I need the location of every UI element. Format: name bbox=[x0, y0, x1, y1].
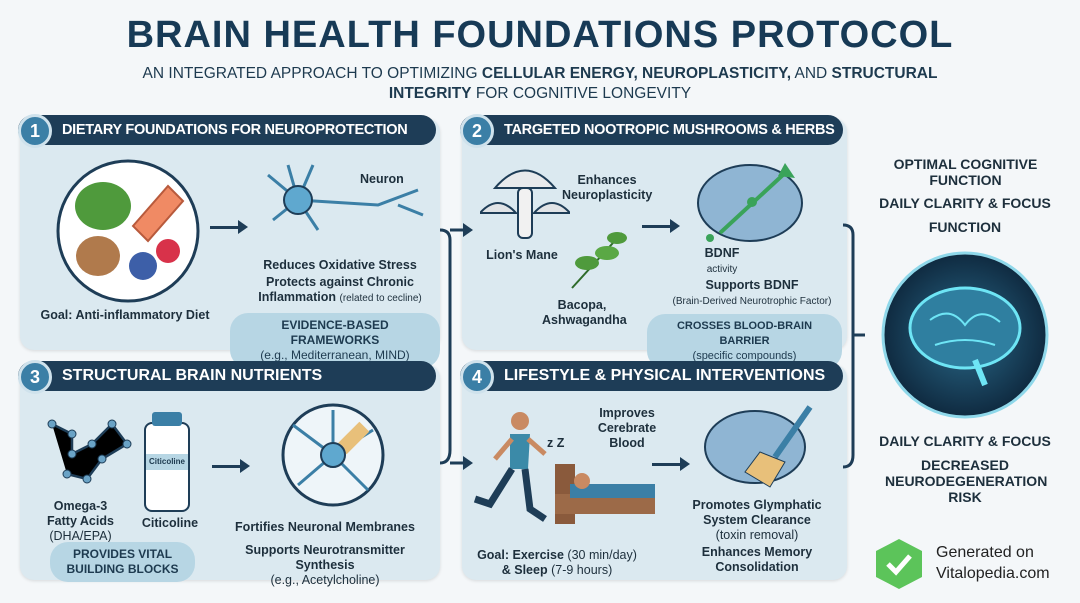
neuron-icon bbox=[267, 164, 424, 231]
glowing-brain-icon bbox=[881, 251, 1049, 419]
building-blocks-pill: PROVIDES VITAL BUILDING BLOCKS bbox=[50, 542, 195, 582]
bottle-label: Citicoline bbox=[146, 454, 188, 470]
zz-icon: z Z bbox=[547, 436, 565, 450]
panel-header: LIFESTYLE & PHYSICAL INTERVENTIONS bbox=[460, 361, 843, 391]
molecule-icon bbox=[47, 419, 132, 484]
herb-leaf-icon bbox=[571, 232, 627, 289]
step-number: 2 bbox=[460, 114, 494, 148]
page-title: BRAIN HEALTH FOUNDATIONS PROTOCOL bbox=[126, 14, 954, 56]
step-number: 3 bbox=[18, 360, 52, 394]
flow-connectors bbox=[439, 223, 865, 470]
outcome-function: FUNCTION bbox=[928, 219, 1002, 235]
page-subtitle: AN INTEGRATED APPROACH TO OPTIMIZING CEL… bbox=[142, 65, 938, 102]
outcome-clarity-top: DAILY CLARITY & FOCUS bbox=[879, 195, 1051, 211]
panel-header: STRUCTURAL BRAIN NUTRIENTS bbox=[18, 361, 436, 391]
supports-bdnf: Supports BDNF(Brain-Derived Neurotrophic… bbox=[672, 278, 832, 307]
vitalopedia-logo-icon bbox=[876, 539, 922, 589]
outcome-clarity-bottom: DAILY CLARITY & FOCUS bbox=[879, 433, 1051, 449]
arrow-right-icon bbox=[652, 457, 690, 471]
improves-blood: Improves Cerebrate Blood bbox=[597, 406, 657, 450]
citicoline-bottle-icon: Citicoline bbox=[144, 412, 190, 512]
citicoline-label: Citicoline bbox=[141, 516, 199, 530]
panel-header: DIETARY FOUNDATIONS FOR NEUROPROTECTION bbox=[18, 115, 436, 145]
supports-neurotransmitter: Supports Neurotransmitter Synthesis(e.g.… bbox=[245, 543, 405, 587]
panel-mushrooms: TARGETED NOOTROPIC MUSHROOMS & HERBS 2 E… bbox=[460, 114, 847, 369]
panel-header: TARGETED NOOTROPIC MUSHROOMS & HERBS bbox=[460, 115, 843, 145]
brain-bdnf-icon bbox=[697, 163, 803, 242]
vitalopedia-link[interactable]: Vitalopedia.com bbox=[936, 565, 1050, 582]
herbs-label: Bacopa, Ashwagandha bbox=[542, 298, 627, 327]
bbb-pill: CROSSES BLOOD-BRAIN BARRIER(specific com… bbox=[647, 314, 842, 369]
arrow-right-icon bbox=[210, 220, 248, 234]
panel-dietary: DIETARY FOUNDATIONS FOR NEUROPROTECTION … bbox=[18, 114, 440, 368]
bed-sleep-icon bbox=[555, 464, 655, 524]
effect-oxidative: Reduces Oxidative Stress bbox=[263, 258, 417, 272]
neuron-label: Neuron bbox=[360, 172, 404, 186]
panel-structural: STRUCTURAL BRAIN NUTRIENTS 3 Citicoline … bbox=[18, 360, 440, 587]
glymphatic-clearance: Promotes Glymphatic System Clearance(tox… bbox=[692, 498, 822, 542]
fortifies-membranes: Fortifies Neuronal Membranes bbox=[235, 520, 415, 534]
food-plate-icon bbox=[56, 159, 200, 303]
lions-mane-label: Lion's Mane bbox=[486, 248, 558, 262]
outcome-optimal-function: OPTIMAL COGNITIVE FUNCTION bbox=[893, 156, 1038, 188]
goal-exercise-sleep: Goal: Exercise (30 min/day)& Sleep (7-9 … bbox=[477, 548, 637, 577]
neuron-membrane-icon bbox=[281, 403, 385, 507]
outcome-neurodegeneration: DECREASED NEURODEGENERATION RISK bbox=[885, 457, 1048, 505]
step-number: 4 bbox=[460, 360, 494, 394]
omega-label: Omega-3 Fatty Acids(DHA/EPA) bbox=[47, 499, 114, 543]
enhances-neuroplasticity: Enhances Neuroplasticity bbox=[562, 173, 653, 202]
memory-consolidation: Enhances Memory Consolidation bbox=[701, 545, 813, 574]
arrow-right-icon bbox=[212, 459, 250, 473]
panel-lifestyle: LIFESTYLE & PHYSICAL INTERVENTIONS 4 z Z… bbox=[460, 360, 847, 580]
frameworks-pill: EVIDENCE-BASED FRAMEWORKS(e.g., Mediterr… bbox=[230, 313, 440, 368]
goal-diet: Goal: Anti-inflammatory Diet bbox=[40, 308, 210, 322]
step-number: 1 bbox=[18, 114, 52, 148]
mushroom-icon bbox=[480, 169, 570, 239]
brain-cleaning-icon bbox=[704, 405, 813, 488]
effect-inflammation: Protects against Chronic Inflammation (r… bbox=[258, 275, 422, 304]
runner-icon bbox=[473, 412, 547, 522]
generated-on-label: Generated on bbox=[936, 544, 1034, 561]
arrow-right-icon bbox=[642, 219, 680, 233]
